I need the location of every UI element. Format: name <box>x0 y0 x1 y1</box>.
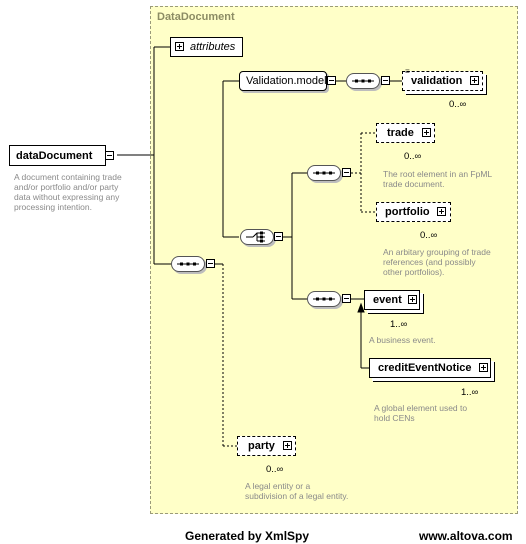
group-validation-model[interactable]: Validation.model <box>239 71 327 91</box>
collapse-icon[interactable] <box>381 76 390 85</box>
portfolio-doc: An arbitary grouping of trade references… <box>383 247 491 277</box>
list-icon: ≡ <box>405 67 410 76</box>
event-cardinality: 1..∞ <box>390 319 408 330</box>
party-doc: A legal entity or a subdivision of a leg… <box>245 481 349 501</box>
element-party-label: party <box>248 440 275 452</box>
collapse-icon[interactable] <box>274 232 283 241</box>
element-validation[interactable]: validation <box>402 71 483 91</box>
footer-site-link[interactable]: www.altova.com <box>419 529 513 543</box>
event-doc: A business event. <box>369 335 436 345</box>
collapse-icon[interactable] <box>327 76 336 85</box>
expand-icon[interactable] <box>283 441 292 450</box>
element-credit-event-notice-label: creditEventNotice <box>378 362 472 374</box>
element-party[interactable]: party <box>237 436 296 456</box>
collapse-icon[interactable] <box>105 151 114 160</box>
expand-icon[interactable] <box>175 42 184 51</box>
root-element-doc: A document containing trade and/or portf… <box>14 172 122 212</box>
element-credit-event-notice[interactable]: creditEventNotice <box>369 358 491 378</box>
trade-cardinality: 0..∞ <box>404 151 422 162</box>
expand-icon[interactable] <box>470 76 479 85</box>
element-trade-label: trade <box>387 127 414 139</box>
attributes-label: attributes <box>190 41 236 53</box>
sequence-icon <box>177 262 199 266</box>
sequence-compositor-event[interactable] <box>307 291 341 307</box>
element-event[interactable]: event <box>364 290 420 310</box>
element-portfolio-label: portfolio <box>385 206 430 218</box>
group-validation-model-label: Validation.model <box>246 75 327 87</box>
collapse-icon[interactable] <box>342 294 351 303</box>
element-event-label: event <box>373 294 402 306</box>
expand-icon[interactable] <box>437 207 446 216</box>
attributes-box[interactable]: attributes <box>170 37 243 57</box>
choice-icon <box>246 231 265 243</box>
collapse-icon[interactable] <box>342 168 351 177</box>
trade-doc: The root element in an FpML trade docume… <box>383 169 493 189</box>
portfolio-cardinality: 0..∞ <box>420 230 438 241</box>
complex-type-title: DataDocument <box>157 11 235 23</box>
sequence-icon <box>313 297 335 301</box>
choice-compositor[interactable] <box>240 229 274 245</box>
expand-icon[interactable] <box>408 295 417 304</box>
party-cardinality: 0..∞ <box>266 464 284 475</box>
credit-event-notice-cardinality: 1..∞ <box>461 387 479 398</box>
sequence-compositor-main[interactable] <box>171 256 205 272</box>
footer-generated-by: Generated by XmlSpy <box>185 529 310 543</box>
sequence-compositor-trade[interactable] <box>307 165 341 181</box>
element-portfolio[interactable]: portfolio <box>376 202 451 222</box>
expand-icon[interactable] <box>422 128 431 137</box>
root-element-label: dataDocument <box>16 149 93 162</box>
validation-cardinality: 0..∞ <box>449 99 467 110</box>
sequence-icon <box>352 79 374 83</box>
expand-icon[interactable] <box>479 363 488 372</box>
collapse-icon[interactable] <box>206 259 215 268</box>
sequence-compositor-validation[interactable] <box>346 73 380 89</box>
element-trade[interactable]: trade <box>376 123 435 143</box>
root-element-datadocument[interactable]: dataDocument <box>9 145 106 166</box>
element-validation-label: validation <box>411 75 463 87</box>
credit-event-notice-doc: A global element used to hold CENs <box>374 403 468 423</box>
sequence-icon <box>313 171 335 175</box>
